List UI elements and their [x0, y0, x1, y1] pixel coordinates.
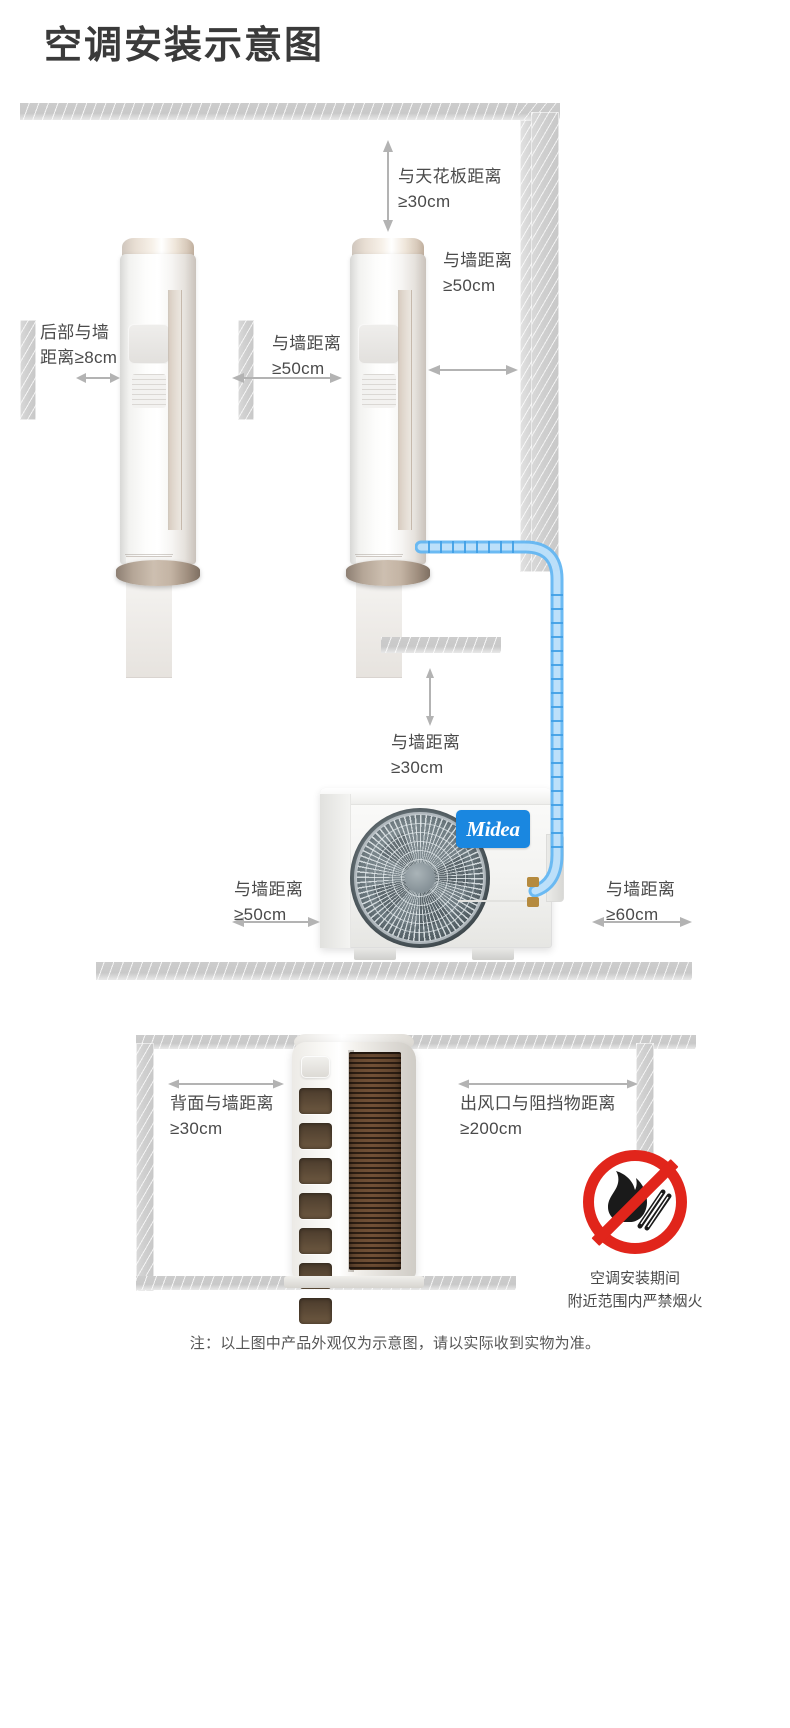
outlet-distance-line2: ≥200cm: [460, 1118, 523, 1138]
right-wall-distance-arrow: [428, 363, 518, 377]
right-wall: [531, 112, 559, 572]
midea-logo-text: Midea: [466, 816, 520, 841]
outdoor-left-distance-arrow: [232, 915, 320, 929]
outdoor-left-distance-line1: 与墙距离: [234, 880, 304, 899]
outdoor-unit-side-cover: [546, 834, 564, 902]
outdoor-top-distance-label: 与墙距离 ≥30cm: [391, 731, 460, 780]
ceiling-distance-arrow: [381, 140, 395, 232]
back-scene-ceiling-slab: [136, 1035, 696, 1049]
left-wall-distance-arrow: [232, 371, 342, 385]
indoor-unit-right: [346, 238, 430, 678]
left-wall-distance-label: 与墙距离 ≥50cm: [272, 332, 341, 381]
back-wall-distance-arrow: [168, 1078, 284, 1090]
back-scene-right-wall: [636, 1043, 654, 1183]
rear-wall-distance-line1: 后部与墙: [40, 323, 110, 342]
midea-logo: Midea: [456, 810, 530, 848]
outdoor-top-distance-line1: 与墙距离: [391, 733, 461, 752]
back-wall-distance-line1: 背面与墙距离: [170, 1094, 274, 1113]
outdoor-top-wall-plate: [381, 637, 501, 653]
no-open-flame-caption-line1: 空调安装期间: [589, 1270, 680, 1287]
left-wall-distance-line2: ≥50cm: [272, 358, 325, 378]
outdoor-unit-seam: [458, 900, 534, 902]
outlet-distance-label: 出风口与阻挡物距离 ≥200cm: [460, 1092, 616, 1141]
outdoor-top-distance-arrow: [423, 668, 437, 726]
outdoor-unit-foot-left: [354, 948, 396, 960]
outlet-distance-line1: 出风口与阻挡物距离: [460, 1094, 616, 1113]
rear-wall-distance-arrow: [76, 371, 120, 385]
left-wall-distance-line1: 与墙距离: [272, 334, 342, 353]
outdoor-left-distance-label: 与墙距离 ≥50cm: [234, 878, 303, 927]
outdoor-right-distance-line1: 与墙距离: [606, 880, 676, 899]
ceiling-slab: [20, 103, 560, 120]
right-wall-distance-line1: 与墙距离: [443, 251, 513, 270]
ceiling-distance-label: 与天花板距离 ≥30cm: [398, 165, 502, 214]
middle-wall-stub: [238, 320, 254, 420]
right-wall-inner: [520, 120, 532, 572]
footer-note: 注：以上图中产品外观仅为示意图，请以实际收到实物为准。: [189, 1335, 601, 1352]
outdoor-right-distance-arrow: [592, 915, 692, 929]
outdoor-right-distance-line2: ≥60cm: [606, 904, 659, 924]
right-wall-distance-line2: ≥50cm: [443, 275, 496, 295]
outdoor-ground-slab: [96, 962, 692, 980]
left-wall-stub: [20, 320, 36, 420]
rear-wall-distance-line2: 距离≥8cm: [40, 347, 118, 367]
back-wall-distance-line2: ≥30cm: [170, 1118, 223, 1138]
back-wall-distance-label: 背面与墙距离 ≥30cm: [170, 1092, 274, 1141]
ceiling-distance-line2: ≥30cm: [398, 191, 451, 211]
ceiling-distance-line1: 与天花板距离: [398, 167, 502, 186]
no-open-flame-caption-line2: 附近范围内严禁烟火: [567, 1292, 703, 1310]
rear-wall-distance-label: 后部与墙 距离≥8cm: [40, 321, 117, 370]
right-wall-distance-label: 与墙距离 ≥50cm: [443, 249, 512, 298]
no-open-flame-icon: [583, 1150, 687, 1254]
indoor-unit-back-view: [284, 1034, 424, 1324]
outdoor-unit-foot-right: [472, 948, 514, 960]
indoor-unit-left: [116, 238, 200, 678]
outdoor-top-distance-line2: ≥30cm: [391, 757, 444, 777]
page-title: 空调安装示意图: [44, 25, 325, 67]
outdoor-right-distance-label: 与墙距离 ≥60cm: [606, 878, 675, 927]
back-scene-left-wall: [136, 1043, 154, 1291]
outdoor-unit-left-face: [320, 794, 351, 948]
outdoor-unit-lid: [320, 788, 552, 805]
outdoor-unit: Midea: [320, 788, 564, 960]
outlet-distance-arrow: [458, 1078, 638, 1090]
outdoor-left-distance-line2: ≥50cm: [234, 904, 287, 924]
no-open-flame-caption: 空调安装期间 附近范围内严禁烟火: [520, 1268, 750, 1313]
